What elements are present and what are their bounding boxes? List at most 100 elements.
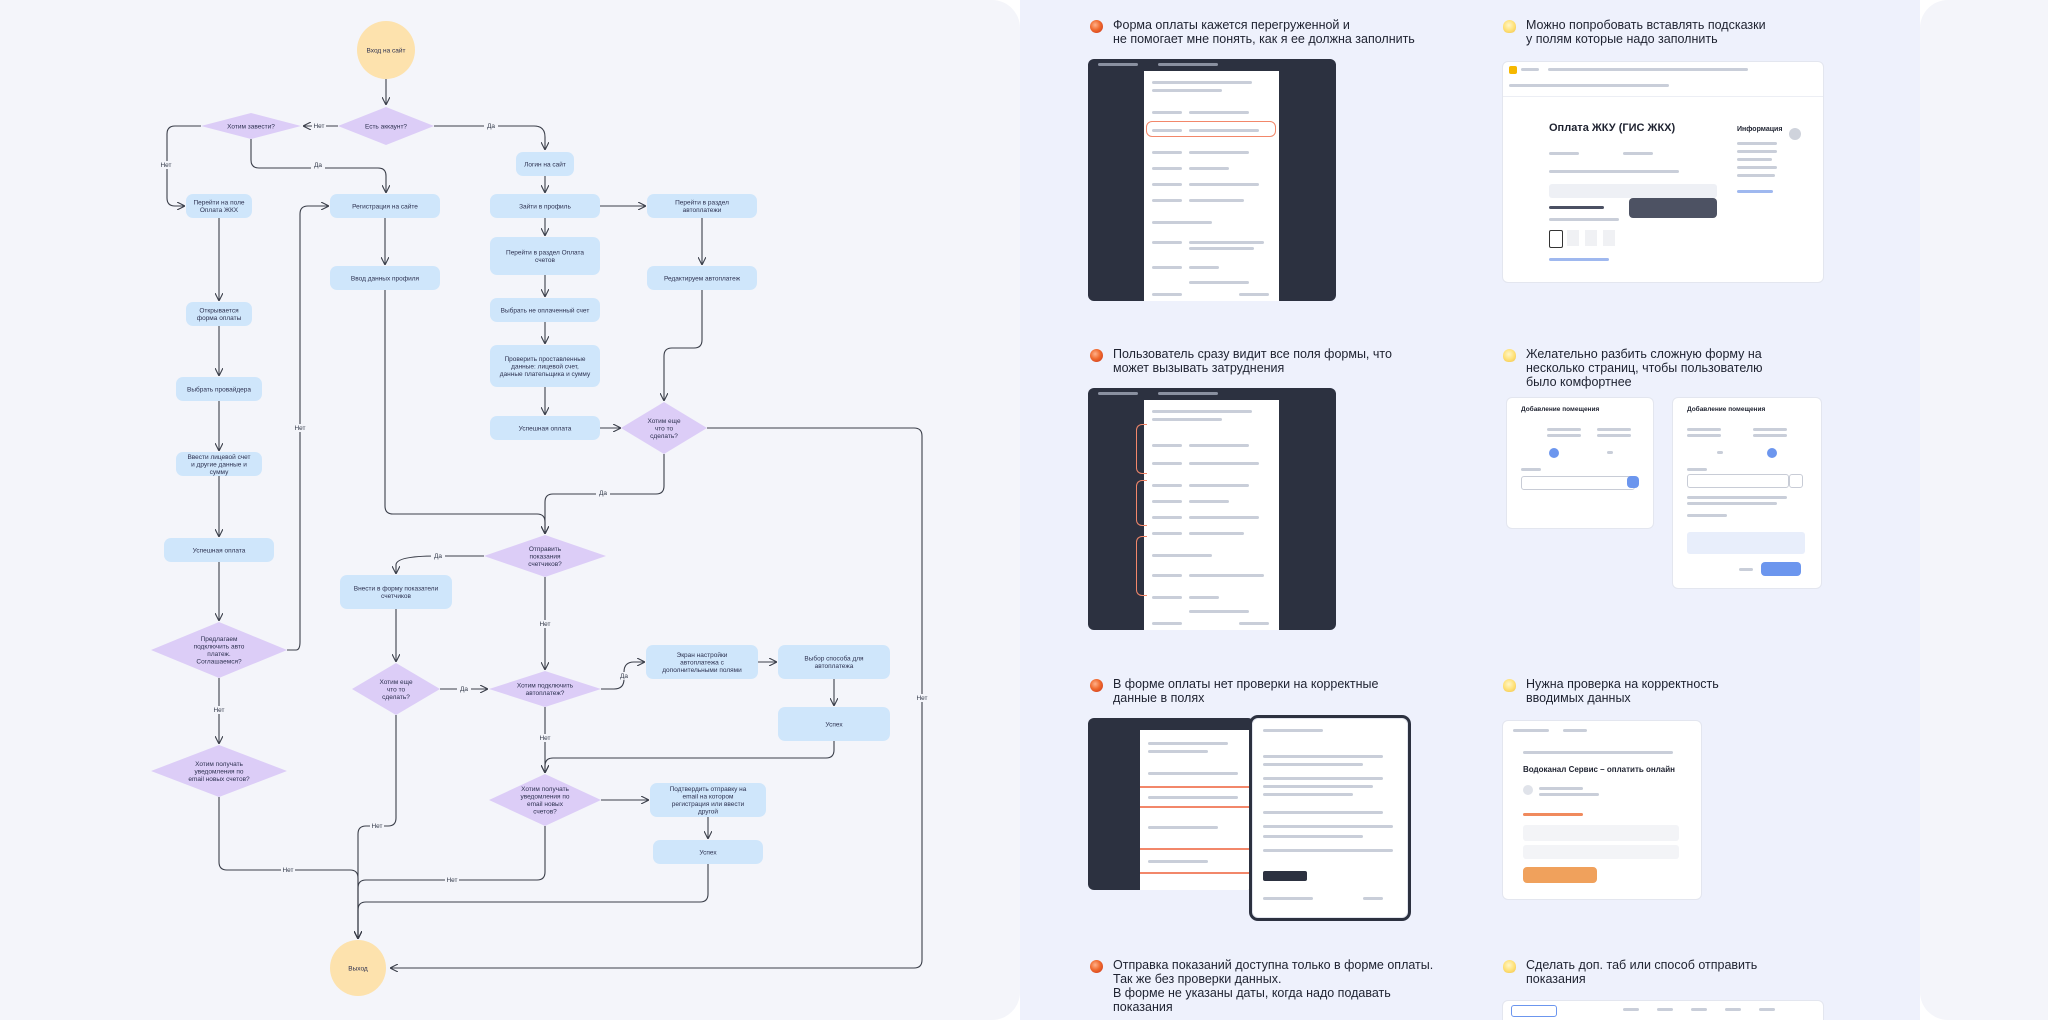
validation-title: Водоканал Сервис – оплатить онлайн (1523, 765, 1675, 774)
edge-label-yes: Да (487, 123, 495, 130)
flow-node-shape (176, 377, 262, 401)
warning-orb-icon (1090, 20, 1103, 33)
flow-node-label: Успешная оплата (519, 425, 572, 432)
flow-node-register: Регистрация на сайте (330, 194, 440, 218)
edge-label-bg (293, 424, 307, 432)
edge-label-no: Нет (294, 425, 305, 432)
problem-card: В форме оплаты нет проверки на корректны… (1090, 677, 1378, 705)
flow-node-login: Логин на сайт (516, 152, 574, 176)
flow-node-shape (490, 237, 600, 275)
flow-node-shape (653, 840, 763, 864)
flow-node-exit: Выход (330, 940, 386, 996)
edge-label-bg (312, 122, 326, 130)
payment-dialog-screenshot (1252, 718, 1408, 918)
step2-title: Добавление помещения (1687, 406, 1766, 413)
flow-node-shape (650, 783, 766, 817)
flowchart-board (0, 0, 1020, 1020)
flow-node-shape (164, 538, 274, 562)
payment-form-screenshot (1088, 59, 1336, 301)
flow-node-choose-unpaid: Выбрать не оплаченный счет (490, 298, 600, 322)
flow-node-shape (186, 194, 252, 218)
flow-node-shape (778, 645, 890, 679)
edge-label-bg (212, 706, 226, 714)
flow-node-label: Успех (699, 849, 717, 856)
edge-label-yes: Да (620, 673, 628, 680)
flow-node-shape (778, 707, 890, 741)
edge-label-no: Нет (446, 877, 457, 884)
edge-label-yes: Да (599, 490, 607, 497)
flow-node-shape (330, 266, 440, 290)
flow-node-label: Выбрать провайдера (187, 385, 251, 393)
flow-node-shape (330, 940, 386, 996)
flow-node-profile-data: Ввод данных профиля (330, 266, 440, 290)
flow-node-label: Редактируем автоплатеж (664, 275, 741, 282)
flow-edge (664, 290, 703, 400)
flow-node-shape (330, 194, 440, 218)
flow-edge (384, 290, 545, 533)
flow-node-label: Регистрация на сайте (352, 202, 418, 210)
flow-node-edit-autopay: Редактируем автоплатеж (647, 266, 757, 290)
flow-node-shape (621, 402, 707, 454)
problem-card: Форма оплаты кажется перегруженной и не … (1090, 18, 1415, 46)
flow-node-label: Выбрать не оплаченный счет (501, 306, 590, 314)
warning-orb-icon (1090, 960, 1103, 973)
lightbulb-icon (1503, 960, 1516, 973)
flow-edge (434, 125, 545, 149)
idea-text: Можно попробовать вставлять подсказки у … (1526, 18, 1766, 46)
form-panel (1144, 400, 1279, 630)
lightbulb-icon (1503, 679, 1516, 692)
no-validation-screenshot (1088, 718, 1254, 890)
edge-label-yes: Да (434, 553, 442, 560)
edge-label-bg (457, 685, 471, 693)
flow-node-success-pay-left: Успешная оплата (164, 538, 274, 562)
idea-text: Желательно разбить сложную форму на неск… (1526, 347, 1763, 389)
flow-node-label: Логин на сайт (524, 160, 566, 168)
edge-label-no: Нет (539, 621, 550, 628)
problem-text: В форме оплаты нет проверки на корректны… (1113, 677, 1379, 705)
flow-edge (391, 427, 923, 968)
edge-label-bg (538, 620, 552, 628)
edge-label-no: Нет (160, 162, 171, 169)
edge-label-bg (617, 672, 631, 680)
flow-node-label: Выход (348, 965, 368, 972)
edge-label-no: Нет (371, 823, 382, 830)
flow-node-label: Хотим завести? (227, 123, 275, 130)
edge-label-bg (159, 161, 173, 169)
edge-label-bg (431, 552, 445, 560)
flow-edges (166, 79, 923, 968)
warning-orb-icon (1090, 679, 1103, 692)
flow-node-label: Ввод данных профиля (351, 275, 420, 282)
readings-tab-screenshot (1502, 1000, 1824, 1020)
flow-node-shape (490, 298, 600, 322)
step1-screenshot: Добавление помещения (1506, 397, 1654, 529)
warning-orb-icon (1090, 349, 1103, 362)
flow-node-shape (176, 452, 262, 476)
edge-label-no: Нет (282, 867, 293, 874)
flow-node-want-register: Хотим завести? (201, 113, 301, 139)
